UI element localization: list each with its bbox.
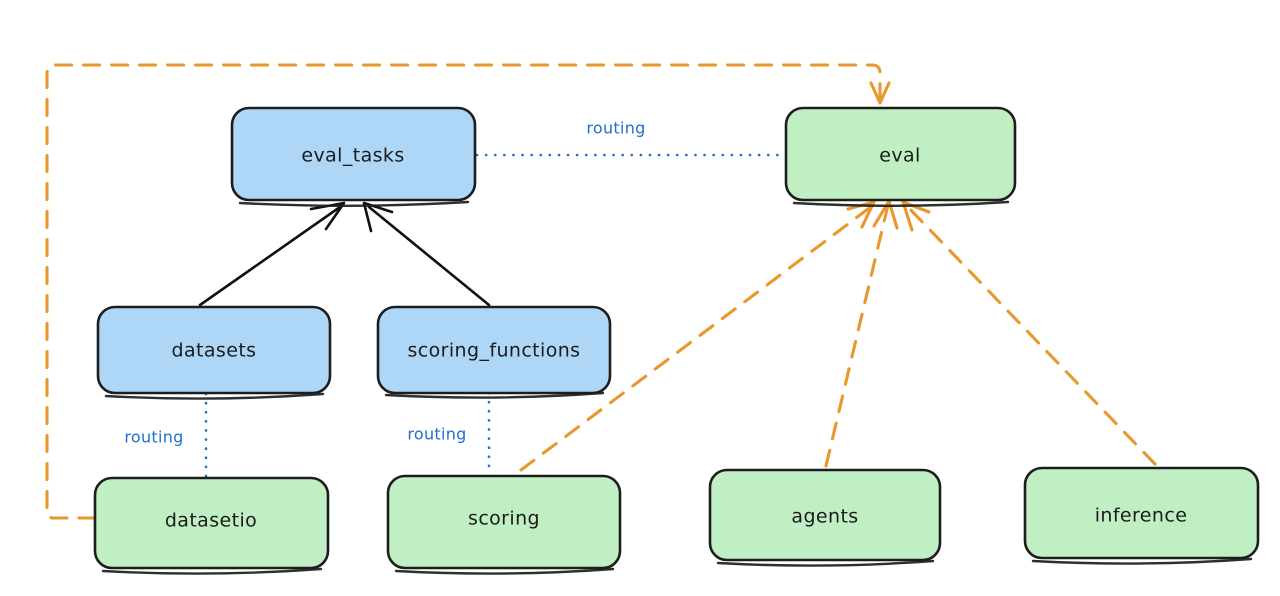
node-scoring[interactable]: scoring <box>386 474 622 575</box>
node-eval[interactable]: eval <box>784 106 1017 207</box>
node-datasets-shape <box>96 305 332 395</box>
node-scoring_functions[interactable]: scoring_functions <box>376 305 612 399</box>
edge-datasetio-to-eval <box>45 63 891 520</box>
node-eval_tasks-shape <box>230 106 477 202</box>
node-eval_tasks-label: eval_tasks <box>301 145 404 167</box>
node-eval-shape <box>784 106 1017 202</box>
node-agents[interactable]: agents <box>708 468 942 567</box>
node-datasetio-shape <box>93 476 330 570</box>
edge-scoring-to-eval <box>519 200 876 472</box>
edge-agents-to-eval <box>824 199 899 468</box>
edge-label-routing-eval_tasks-eval: routing <box>586 119 645 138</box>
node-scoring-label: scoring <box>468 508 540 530</box>
node-agents-label: agents <box>791 506 858 528</box>
node-inference[interactable]: inference <box>1023 466 1260 565</box>
edge-scoring_functions-to-eval_tasks <box>362 201 491 307</box>
node-inference-shape <box>1023 466 1260 560</box>
node-datasetio[interactable]: datasetio <box>93 476 330 575</box>
edge-label-routing-scoring_functions-scoring: routing <box>407 425 466 444</box>
node-datasets[interactable]: datasets <box>96 305 332 400</box>
node-agents-shape <box>708 468 942 562</box>
node-datasetio-label: datasetio <box>165 510 257 532</box>
edge-datasets-to-eval_tasks <box>198 201 346 307</box>
node-eval_tasks[interactable]: eval_tasks <box>230 106 477 207</box>
edge-inference-to-eval <box>901 200 1157 466</box>
node-datasets-label: datasets <box>172 340 257 362</box>
edge-label-routing-datasets-datasetio: routing <box>124 428 183 447</box>
node-eval-label: eval <box>879 145 920 167</box>
node-scoring_functions-shape <box>376 305 612 395</box>
node-scoring-shape <box>386 474 622 570</box>
node-scoring_functions-label: scoring_functions <box>408 340 581 362</box>
node-inference-label: inference <box>1095 505 1188 527</box>
